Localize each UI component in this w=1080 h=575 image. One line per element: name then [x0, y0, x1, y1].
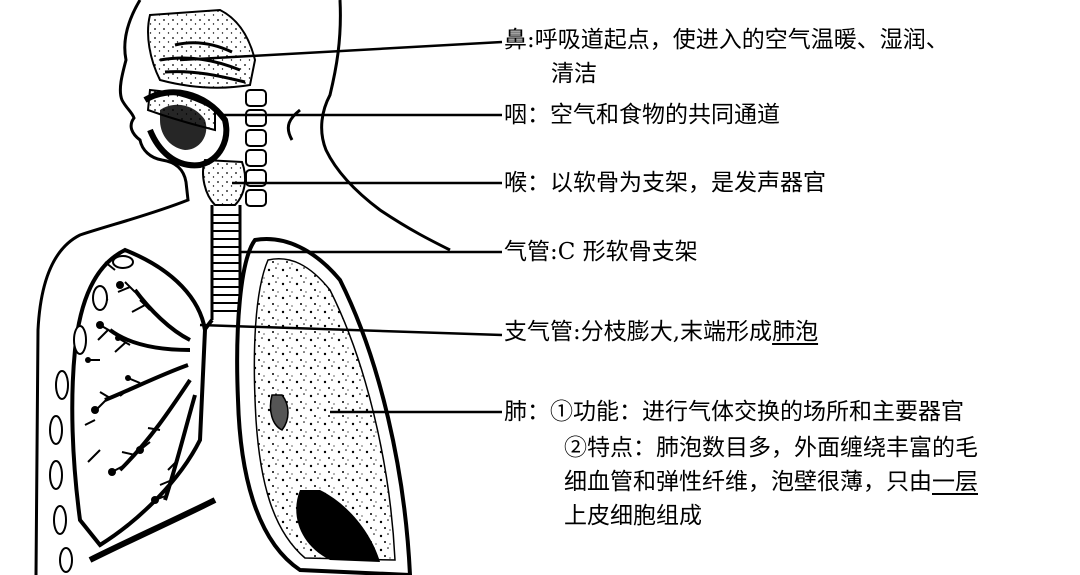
cervical-spine — [245, 89, 267, 207]
bronchi-desc: :分枝膨大,末端形成 — [573, 319, 773, 345]
larynx-shape — [202, 158, 247, 206]
larynx-title: 喉 — [504, 170, 527, 196]
lung-label: 肺：①功能：进行气体交换的场所和主要器官 — [504, 396, 964, 428]
leader-lines — [179, 40, 503, 414]
trachea-desc: :C 形软骨支架 — [550, 239, 698, 265]
nose-title: 鼻 — [504, 27, 527, 53]
lung-feature-text3: 上皮细胞组成 — [564, 503, 702, 529]
lung-feature-line3: 上皮细胞组成 — [564, 500, 702, 532]
right-lung-section — [235, 237, 413, 575]
pharynx-desc: ：空气和食物的共同通道 — [527, 102, 780, 128]
lung-feature-one-layer: 一层 — [932, 469, 978, 495]
bronchi-title: 支气管 — [504, 319, 573, 345]
nose-desc-line2: 清洁 — [551, 61, 597, 87]
trachea-title: 气管 — [504, 239, 550, 265]
nose-label: 鼻:呼吸道起点，使进入的空气温暖、湿润、 — [504, 24, 949, 56]
bronchi-label: 支气管:分枝膨大,末端形成肺泡 — [504, 316, 818, 348]
bronchi-alveoli-term: 肺泡 — [772, 319, 819, 345]
nasal-cavity — [143, 8, 257, 169]
trachea-label: 气管:C 形软骨支架 — [504, 236, 698, 268]
larynx-label: 喉：以软骨为支架，是发声器官 — [504, 167, 826, 199]
nose-label-cont: 清洁 — [551, 58, 597, 90]
body-outline — [34, 0, 451, 575]
lung-title: 肺 — [504, 399, 527, 425]
larynx-desc: ：以软骨为支架，是发声器官 — [527, 170, 826, 196]
pharynx-label: 咽：空气和食物的共同通道 — [504, 99, 780, 131]
lung-function: ：①功能：进行气体交换的场所和主要器官 — [527, 399, 964, 425]
lung-feature-line2: 细血管和弹性纤维，泡壁很薄，只由一层 — [564, 466, 978, 498]
lung-feature-line1: ②特点：肺泡数目多，外面缠绕丰富的毛 — [564, 432, 978, 464]
nose-desc-line1: :呼吸道起点，使进入的空气温暖、湿润、 — [527, 27, 949, 53]
lung-feature-text2a: 细血管和弹性纤维，泡壁很薄，只由 — [564, 469, 932, 495]
pharynx-title: 咽 — [504, 102, 527, 128]
lung-feature-text1: ②特点：肺泡数目多，外面缠绕丰富的毛 — [564, 435, 978, 461]
left-lung-bronchial-tree — [49, 247, 217, 573]
